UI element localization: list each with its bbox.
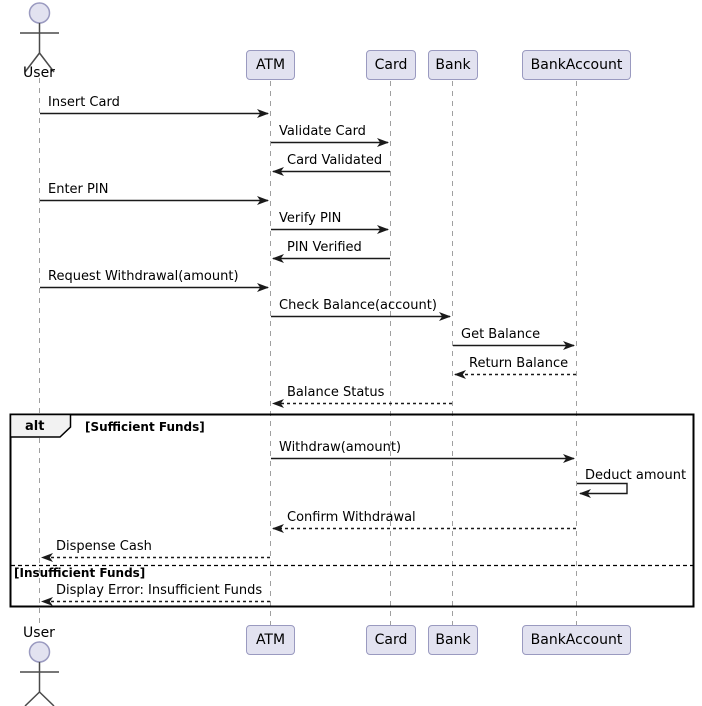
message-label-confirm-withdrawal: Confirm Withdrawal	[287, 510, 416, 525]
message-label-dispense-cash: Dispense Cash	[56, 539, 152, 554]
participant-label-bank: Bank	[435, 57, 471, 73]
participant-label-atm: ATM	[255, 57, 286, 73]
message-label-withdraw-amount: Withdraw(amount)	[279, 440, 402, 455]
message-label-display-error: Display Error: Insufficient Funds	[56, 583, 263, 598]
participant-label-bank-bottom: Bank	[435, 632, 471, 648]
actor-user-top	[20, 2, 59, 73]
message-label-verify-pin: Verify PIN	[279, 211, 342, 226]
participant-box-card-bottom[interactable]: Card	[366, 625, 416, 655]
message-label-deduct-amount: Deduct amount	[585, 468, 687, 483]
message-label-balance-status: Balance Status	[287, 385, 385, 400]
participant-box-bank-bottom[interactable]: Bank	[428, 625, 478, 655]
message-arrows	[40, 109, 628, 606]
message-label-card-validated: Card Validated	[287, 153, 383, 168]
message-label-enter-pin: Enter PIN	[48, 182, 109, 197]
alt-fragment-frame	[9, 413, 695, 608]
participant-box-bank-top[interactable]: Bank	[428, 50, 478, 80]
message-label-check-balance: Check Balance(account)	[279, 298, 437, 313]
message-label-validate-card: Validate Card	[279, 124, 366, 139]
actor-label-user-top: User	[23, 65, 55, 81]
lifelines	[39, 78, 577, 628]
participant-box-atm-top[interactable]: ATM	[246, 50, 295, 80]
arrow-deduct-amount-self	[577, 482, 628, 498]
actor-label-user-bottom: User	[23, 625, 55, 641]
message-label-request-withdrawal: Request Withdrawal(amount)	[48, 269, 239, 284]
message-label-insert-card: Insert Card	[48, 95, 120, 110]
alt-operator-tab	[9, 413, 72, 438]
participant-label-atm-bottom: ATM	[255, 632, 286, 648]
alt-guard-sufficient-funds: [Sufficient Funds]	[85, 420, 205, 434]
participant-box-atm-bottom[interactable]: ATM	[246, 625, 295, 655]
alt-operator-label: alt	[25, 419, 45, 434]
participant-label-card-bottom: Card	[374, 632, 408, 648]
participant-box-card-top[interactable]: Card	[366, 50, 416, 80]
participant-box-bankaccount-top[interactable]: BankAccount	[522, 50, 631, 80]
message-label-pin-verified: PIN Verified	[287, 240, 362, 255]
alt-guard-insufficient-funds: [Insufficient Funds]	[14, 566, 146, 580]
message-label-return-balance: Return Balance	[469, 356, 569, 371]
message-label-get-balance: Get Balance	[461, 327, 541, 342]
participant-label-bankaccount: BankAccount	[530, 57, 623, 73]
participant-label-bankaccount-bottom: BankAccount	[530, 632, 623, 648]
participant-label-card: Card	[374, 57, 408, 73]
participant-box-bankaccount-bottom[interactable]: BankAccount	[522, 625, 631, 655]
actor-user-bottom	[20, 641, 59, 706]
